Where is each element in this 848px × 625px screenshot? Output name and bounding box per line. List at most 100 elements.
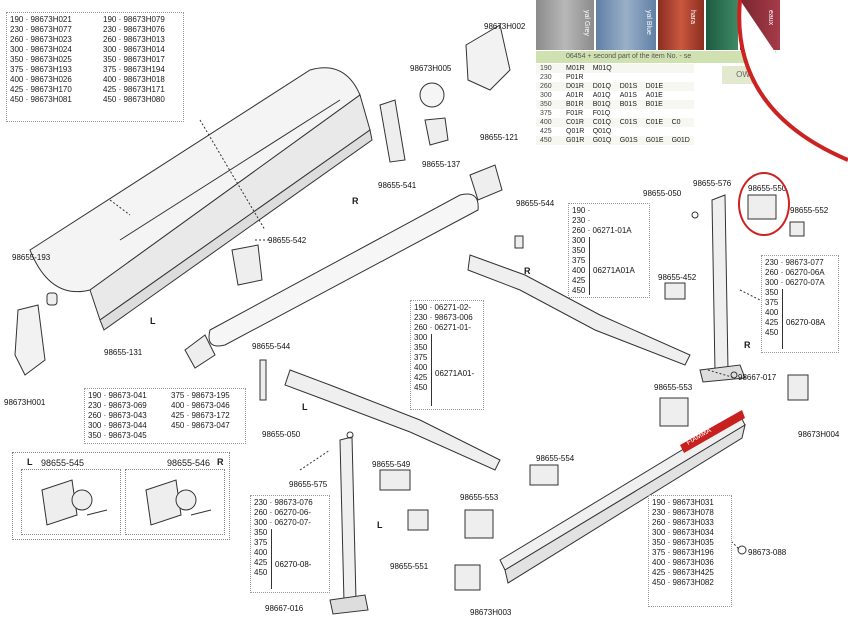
end-cap-left [14, 304, 46, 376]
size-row: 400 [254, 548, 268, 557]
bracket-right-art [145, 479, 212, 526]
size-row: 230 · 98673-069 [88, 401, 147, 410]
code-cell [641, 64, 668, 73]
part-label: 98655-576 [693, 179, 732, 188]
side-marker: R [524, 266, 531, 276]
size-row: 375 [414, 353, 428, 362]
part-label: 98655-131 [104, 348, 143, 357]
side-marker: R [744, 340, 751, 350]
code-cell [642, 127, 668, 136]
part-label: 98655-541 [378, 181, 417, 190]
code-cell: Q01Q [592, 128, 612, 135]
size-row: 400 · 98673H018 [103, 75, 165, 84]
size-row: 450 [254, 568, 268, 577]
size-row: 300 · 06270-07- [254, 518, 311, 527]
part-label: 98673H003 [470, 608, 512, 617]
size-cell: 190 [536, 64, 562, 73]
size-cell: 230 [540, 74, 552, 81]
code-cell: P01R [566, 74, 584, 81]
code-cell: B01E [641, 100, 668, 109]
part-label: 98667-016 [265, 604, 304, 613]
code-cell: M01Q [588, 64, 616, 73]
size-row: 425 [414, 373, 428, 382]
size-row: 450 · 98673H082 [652, 578, 714, 587]
size-row: 450 [572, 286, 586, 295]
size-row: 350 [254, 528, 268, 537]
size-cell: 350 [536, 100, 562, 109]
side-marker: L [27, 457, 33, 467]
code-cell [667, 82, 694, 91]
part-label: 98655-549 [372, 460, 411, 469]
size-row: 400 · 98673H026 [10, 75, 72, 84]
size-row: 260 · 06270-06- [254, 508, 311, 517]
size-row: 190 · 98673H079 [103, 15, 165, 24]
fabric-colour-chart: yal Grey yal Blue hara eaux 06454 + seco… [530, 0, 780, 160]
group-code: 06270-08- [275, 560, 312, 569]
chart-header: 06454 + second part of the item No. - se [536, 51, 776, 63]
code-cell [668, 127, 694, 136]
size-cell: 260 [536, 82, 562, 91]
size-row: 260 · 06270-06A [765, 268, 825, 277]
size-cell: 425 [540, 128, 552, 135]
size-cell: 450 [536, 136, 562, 145]
size-row: 230 · 98673-077 [765, 258, 824, 267]
size-row: 300 [414, 333, 428, 342]
bracket-kit-box: L 98655-545 98655-546 R [12, 452, 230, 540]
code-cell: M01R [562, 64, 589, 73]
part-label: 98667-017 [738, 373, 777, 382]
side-marker: L [150, 316, 156, 326]
side-marker: L [302, 402, 308, 412]
bracket-kit-left [21, 469, 121, 535]
code-cell [616, 109, 642, 118]
part-label: 98655-121 [480, 133, 519, 142]
size-row: 425 · 98673H170 [10, 85, 72, 94]
side-marker: L [377, 520, 383, 530]
size-row: 260 · 98673H013 [103, 35, 165, 44]
size-row: 375 · 98673H193 [10, 65, 72, 74]
code-cell [589, 73, 616, 82]
size-row: 375 · 98673H194 [103, 65, 165, 74]
code-cell: A01E [645, 92, 663, 99]
code-cell: Q01R [566, 128, 585, 135]
size-row: 230 · 98673-006 [414, 313, 473, 322]
part-label: 98655-050 [262, 430, 301, 439]
size-row: 425 · 98673-172 [171, 411, 230, 420]
part-label: 98655-552 [790, 206, 829, 215]
code-cell: G01E [641, 136, 668, 145]
part-label: 98655-542 [268, 236, 307, 245]
size-row: 260 · 06271-01A [572, 226, 632, 235]
size-row: 190 · 98673H021 [10, 15, 72, 24]
swatch-label: hara [689, 10, 696, 25]
size-row: 350 · 98673H025 [10, 55, 72, 64]
part-label: 98655-137 [422, 160, 461, 169]
size-row: 450 [414, 383, 428, 392]
swatch-royal-grey [536, 0, 594, 50]
code-cell: D01E [641, 82, 668, 91]
size-row: 300 · 06270-07A [765, 278, 825, 287]
size-row: 425 [765, 318, 779, 327]
part-label: 98673H001 [4, 398, 46, 407]
size-row: 190 · 98673-041 [88, 391, 147, 400]
code-cell: G01D [667, 136, 694, 145]
code-cell: F01Q [592, 110, 611, 117]
size-row: 300 · 98673H024 [10, 45, 72, 54]
size-row: 300 · 98673-044 [88, 421, 147, 430]
size-row: 350 [765, 288, 779, 297]
code-cell: D01S [615, 82, 642, 91]
size-row: 260 · 98673-043 [88, 411, 147, 420]
code-cell: C0 [667, 118, 694, 127]
part-label: 98673H004 [798, 430, 840, 439]
size-cell: 400 [536, 118, 562, 127]
